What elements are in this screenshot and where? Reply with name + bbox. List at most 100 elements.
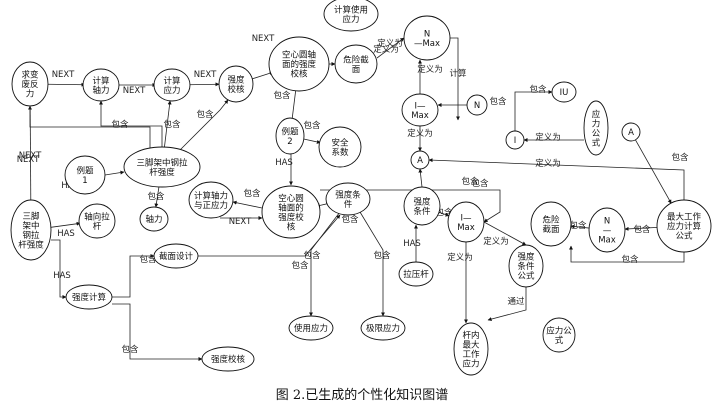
edge-label-contains: 包含 [303,250,321,261]
node-n14[interactable]: A [621,122,641,142]
node-n36[interactable]: 极限应力 [360,315,406,341]
edge-n18-n05 [28,105,151,148]
node-n10[interactable]: N [466,94,488,116]
edge-label-contains: 包含 [671,152,689,163]
node-n29[interactable]: 轴向拉杆 [78,203,116,239]
node-n23[interactable]: 强度条件 [403,186,441,226]
edge-label-calc: 计算 [449,68,467,79]
node-n27[interactable]: 最大工作应力计算公式 [656,199,712,253]
node-label: 三脚架中钢拉杆强度 [136,157,188,178]
node-n08[interactable]: 强度校核 [218,65,254,103]
node-label: 计算轴力与正应力 [194,190,228,211]
edge-n21-n20 [232,200,263,209]
node-n24[interactable]: I—Max [447,201,485,243]
edge-n18-n30 [154,186,160,208]
edge-label-defined_as: 定义为 [373,44,399,55]
edge-label-contains: 包含 [373,250,391,261]
node-n02[interactable]: N—Max [403,15,451,61]
edge-n14-n27 [635,139,672,204]
node-n21[interactable]: 空心圆轴面的强度校核 [261,185,321,239]
edge-n18-n07 [164,100,172,148]
node-label: 安全系数 [331,137,349,158]
edge-n04-n15 [290,90,297,123]
edge-label-contains: 包含 [121,344,139,355]
edge-n27-n17 [428,158,685,200]
node-label: 使用应力 [294,323,328,334]
node-n25[interactable]: 危险截面 [530,201,572,247]
node-n09[interactable]: I—Max [401,93,439,127]
node-n01[interactable]: 计算使用应力 [323,0,379,32]
node-n07[interactable]: 计算应力 [153,68,191,102]
node-label: N—Max [414,29,440,49]
edge-label-contains: 包含 [291,260,309,271]
node-n26[interactable]: N—Max [588,207,626,253]
edge-label-contains: 包含 [196,109,214,120]
edge-label-contains: 包含 [111,119,129,130]
node-n04[interactable]: 空心圆轴面的强度校核 [268,36,330,92]
node-n20[interactable]: 计算轴力与正应力 [188,181,234,219]
edge-n34-n31 [112,254,155,298]
edge-label-next: NEXT [252,34,275,44]
edge-label-contains: 包含 [139,254,157,265]
edge-n18-n08 [179,99,229,151]
edge-n23-n17 [418,168,423,188]
edge-n15-n16 [303,138,321,144]
node-label: I—Max [411,101,429,121]
edge-n26-n25 [570,224,590,229]
node-n30[interactable]: 轴力 [139,206,169,232]
node-n39[interactable]: 强度校核 [201,346,255,372]
figure-caption: 图 2.已生成的个性化知识图谱 [275,388,449,403]
node-label: 杆内最大工作应力 [462,330,480,370]
edge-label-contains: 包含 [303,120,321,131]
node-label: 强度计算 [72,292,107,303]
edge-n32-n37 [487,287,527,322]
node-n35[interactable]: 使用应力 [288,315,334,341]
node-n17[interactable]: A [410,150,430,170]
edge-label-next: NEXT [229,217,252,227]
node-label: 危险截面 [542,214,560,235]
edge-label-contains: 包含 [621,254,639,265]
node-n34[interactable]: 强度计算 [65,284,113,310]
node-label: 应力公式 [546,325,572,346]
node-n38[interactable]: 应力公式 [542,317,576,353]
node-n33[interactable]: 拉压杆 [398,261,434,287]
edge-label-defined_as: 定义为 [417,64,443,75]
edge-label-contains: 包含 [471,178,489,189]
edge-label-contains: 包含 [489,96,507,107]
node-label: 应力公式 [592,109,601,149]
node-n37[interactable]: 杆内最大工作应力 [453,322,489,376]
node-n13[interactable]: 应力公式 [583,100,609,156]
edge-n19-n18 [104,170,125,176]
node-n05[interactable]: 求变废反力 [11,61,49,107]
node-n28[interactable]: 三脚架中钢拉杆强度 [10,199,52,261]
node-label: IU [560,88,569,98]
edge-label-next: NEXT [123,86,146,96]
node-n12[interactable]: I [505,130,525,150]
node-label: 极限应力 [366,323,400,334]
node-n16[interactable]: 安全系数 [318,126,362,168]
node-label: 拉压杆 [403,269,429,280]
node-n03[interactable]: 危险截面 [334,44,378,84]
node-label: 轴向拉杆 [84,211,110,232]
node-label: 截面设计 [159,251,194,262]
edge-n24-n32 [483,221,527,246]
node-n22[interactable]: 强度条件 [325,182,371,216]
node-n06[interactable]: 计算轴力 [82,68,120,102]
node-label: 强度条件 [335,189,361,210]
edge-label-via: 通过 [507,296,525,307]
edge-n12-n11 [514,90,553,131]
node-n18[interactable]: 三脚架中钢拉杆强度 [123,146,201,188]
edge-label-next: NEXT [194,70,217,80]
edge-n23-n24 [438,211,450,217]
edge-label-contains: 包含 [461,176,479,187]
node-n32[interactable]: 强度条件公式 [508,244,544,288]
node-label: 强度条件公式 [517,252,535,282]
node-n31[interactable]: 截面设计 [153,243,199,269]
node-n11[interactable]: IU [551,81,577,103]
edge-n27-n25 [569,245,685,263]
edge-label-contains: 包含 [435,207,453,218]
